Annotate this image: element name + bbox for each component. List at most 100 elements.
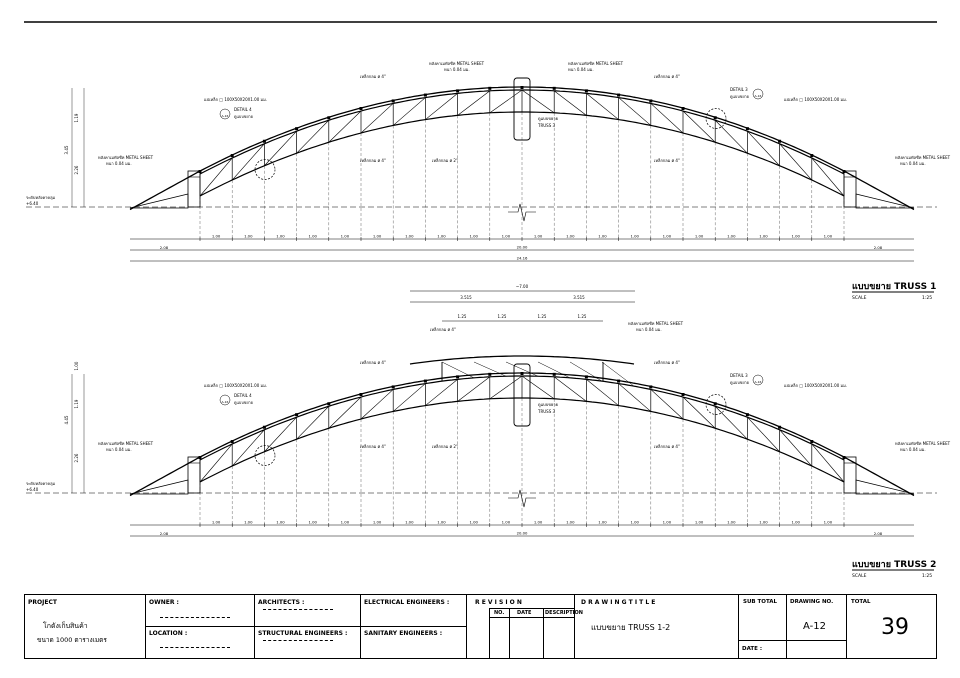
- web-diagonal: [489, 375, 523, 400]
- label-rod-left: เหล็กกลม ø 4": [360, 359, 386, 365]
- label-metal-sheet-left: หลังคาเมทัลชีท METAL SHEET: [98, 155, 154, 160]
- dim-unit-label: 1.00: [437, 520, 446, 525]
- dim-side-left: 2.08: [160, 245, 169, 250]
- dim-unit-label: 1.00: [663, 234, 672, 239]
- web-diagonal: [360, 389, 394, 420]
- web-diagonal: [393, 383, 426, 412]
- label-top-thick-left: หนา 0.04 มม.: [444, 67, 470, 72]
- purlin: [423, 379, 427, 383]
- web-diagonal: [264, 416, 297, 452]
- label-monitor-sheet: หลังคาเมทัลชีท METAL SHEET: [628, 321, 684, 326]
- revision-col-2: [509, 608, 510, 658]
- web-diagonal: [393, 97, 426, 126]
- structural-label: STRUCTURAL ENGINEERS :: [258, 630, 348, 637]
- revision-cell: R E V I S I O N NO. DATE DESCRIPTION: [467, 595, 583, 658]
- support-column: [843, 170, 857, 208]
- purlin: [327, 116, 331, 120]
- dim-unit-label: 1.00: [405, 520, 414, 525]
- dim-unit-label: 1.00: [244, 234, 253, 239]
- monitor-web: [601, 361, 635, 387]
- dim-height-1: 1.19: [74, 399, 79, 408]
- engineers-cell: ELECTRICAL ENGINEERS : SANITARY ENGINEER…: [361, 595, 467, 658]
- sub-total-cell: SUB TOTAL: [739, 595, 787, 658]
- web-diagonal: [779, 143, 813, 181]
- label-monitor-rod: เหล็กกลม ø 4": [430, 326, 456, 332]
- web-diagonal: [618, 97, 651, 126]
- purlin: [778, 139, 782, 143]
- dim-top-total: ~7.00: [516, 284, 529, 289]
- label-top-sheet-right: หลังคาเมทัลชีท METAL SHEET: [568, 61, 624, 66]
- dim-height-2: 2.26: [74, 165, 79, 174]
- label-rod-bottom-left: เหล็กกลม ø 4": [360, 157, 386, 163]
- support-column: [187, 456, 201, 494]
- purlin: [552, 86, 556, 90]
- dim-unit-label: 1.00: [695, 234, 704, 239]
- dim-side-left: 2.08: [160, 531, 169, 536]
- dim-unit-label: 1.00: [695, 520, 704, 525]
- purlin: [810, 440, 814, 444]
- label-detail-4-ref: A-16: [222, 114, 229, 118]
- dim-unit-label: 1.00: [502, 520, 511, 525]
- revision-header-line: [489, 608, 574, 609]
- purlin: [810, 154, 814, 158]
- purlin: [391, 99, 395, 103]
- left-eave: [129, 193, 189, 209]
- label-detail-4: DETAIL 4: [234, 393, 252, 398]
- electrical-label: ELECTRICAL ENGINEERS :: [364, 599, 450, 606]
- project-label: PROJECT: [28, 599, 57, 606]
- label-rod-bottom-left: เหล็กกลม ø 4": [360, 443, 386, 449]
- owner-cell: OWNER : LOCATION :: [146, 595, 255, 658]
- owner-label: OWNER :: [149, 599, 179, 606]
- dim-height-0: 1.00: [74, 361, 79, 370]
- engineers-divider: [361, 626, 466, 627]
- web-diagonal: [682, 396, 716, 429]
- architects-label: ARCHITECTS :: [258, 599, 305, 606]
- sanitary-label: SANITARY ENGINEERS :: [364, 630, 443, 637]
- purlin: [713, 402, 717, 406]
- dim-unit-label: 1.00: [759, 520, 768, 525]
- dim-unit-label: 1.00: [598, 520, 607, 525]
- dim-top-half-1: 3.515: [460, 295, 472, 300]
- detail-4-circle: [254, 159, 276, 180]
- dim-unit-label: 1.00: [566, 234, 575, 239]
- dim-unit-label: 1.00: [791, 520, 800, 525]
- detail-3-tag: [752, 88, 764, 100]
- purlin: [391, 385, 395, 389]
- truss-2-scale-value: 1:25: [922, 573, 932, 579]
- dim-side-right: 2.08: [874, 245, 883, 250]
- label-metal-sheet-right: หลังคาเมทัลชีท METAL SHEET: [895, 155, 951, 160]
- dim-height-3: 3.45: [64, 145, 69, 154]
- label-purlin-left: แปเหล็ก □ 100X50X20X1.00 มม.: [204, 96, 267, 102]
- label-purlin-left: แปเหล็ก □ 100X50X20X1.00 มม.: [204, 382, 267, 388]
- truss-1-title: แบบขยาย TRUSS 1: [852, 282, 936, 292]
- date-divider: [739, 640, 847, 641]
- dim-height-3: 4.45: [64, 415, 69, 424]
- location-line: [160, 647, 230, 648]
- label-thickness-left: หนา 0.04 มม.: [106, 161, 132, 166]
- owner-divider: [146, 626, 254, 627]
- revision-row-line: [489, 617, 574, 618]
- web-diagonal: [425, 93, 458, 120]
- purlin: [488, 86, 492, 90]
- revision-col-1: [489, 608, 490, 658]
- label-center-2: TRUSS 3: [537, 123, 556, 128]
- label-metal-sheet-left: หลังคาเมทัลชีท METAL SHEET: [98, 441, 154, 446]
- owner-line: [160, 617, 230, 618]
- dim-top-seg: 1.25: [498, 314, 507, 319]
- total-label: TOTAL: [851, 599, 871, 605]
- web-diagonal: [457, 376, 490, 402]
- drawing-no-cell: DRAWING NO. A-12: [787, 595, 847, 658]
- dim-height-1: 1.19: [74, 113, 79, 122]
- structural-line: [263, 640, 333, 641]
- detail-3-circle: [705, 108, 727, 129]
- revision-label: R E V I S I O N: [475, 599, 522, 606]
- label-thickness-left: หนา 0.04 มม.: [106, 447, 132, 452]
- web-diagonal: [328, 396, 362, 429]
- purlin: [778, 425, 782, 429]
- web-diagonal: [425, 379, 458, 406]
- label-rod-left: เหล็กกลม ø 4": [360, 73, 386, 79]
- dim-top-seg: 1.25: [458, 314, 467, 319]
- label-detail-4: DETAIL 4: [234, 107, 252, 112]
- dim-unit-label: 1.00: [824, 234, 833, 239]
- purlin: [520, 86, 524, 89]
